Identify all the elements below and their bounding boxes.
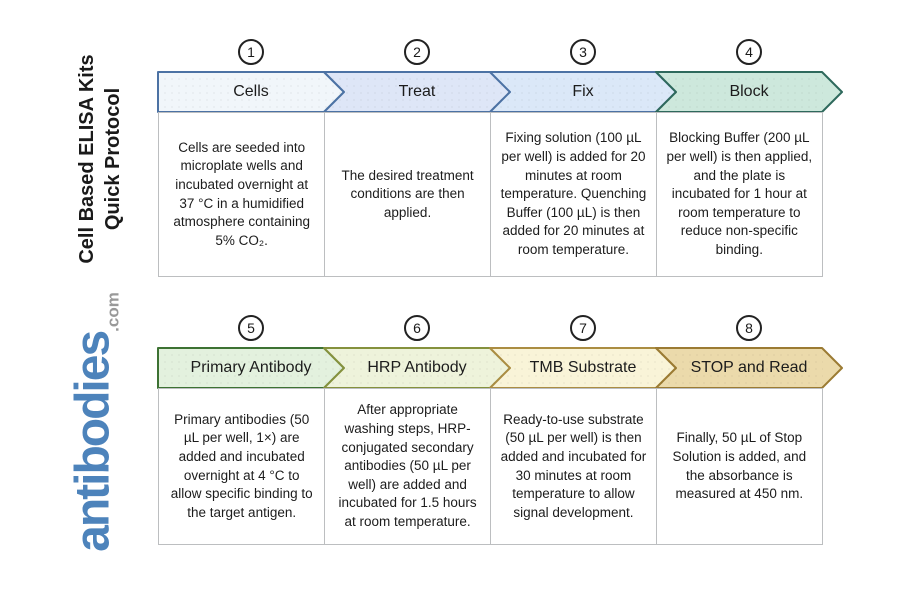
step-number-badge-7: 7 xyxy=(570,315,596,341)
description-boxes-row2: Primary antibodies (50 µL per well, 1×) … xyxy=(158,388,823,545)
arrow-label-stop-and-read: STOP and Read xyxy=(690,359,808,376)
step-number-2: 2 xyxy=(413,44,421,60)
step-description-7: Ready-to-use substrate (50 µL per well) … xyxy=(500,411,647,520)
arrow-label-block: Block xyxy=(729,83,769,100)
step-description-3: Fixing solution (100 µL per well) is add… xyxy=(500,130,647,258)
step-number-4: 4 xyxy=(745,44,753,60)
step-description-box-4: Blocking Buffer (200 µL per well) is the… xyxy=(655,112,823,277)
step-number-badge-5: 5 xyxy=(238,315,264,341)
arrow-banner-svg-row1 xyxy=(157,71,843,113)
step-number-badge-3: 3 xyxy=(570,39,596,65)
step-description-box-1: Cells are seeded into microplate wells a… xyxy=(158,112,326,277)
arrow-label-treat: Treat xyxy=(398,83,436,100)
step-number-8: 8 xyxy=(745,320,753,336)
arrow-banner-svg-row2 xyxy=(157,347,843,389)
step-description-8: Finally, 50 µL of Stop Solution is added… xyxy=(672,430,807,502)
step-number-badge-4: 4 xyxy=(736,39,762,65)
step-description-box-8: Finally, 50 µL of Stop Solution is added… xyxy=(655,388,823,545)
page-title-line-2: Quick Protocol xyxy=(102,87,124,231)
step-number-7: 7 xyxy=(579,320,587,336)
step-number-badge-2: 2 xyxy=(404,39,430,65)
brand-tld: .com xyxy=(103,292,123,332)
step-number-1: 1 xyxy=(247,44,255,60)
step-description-6: After appropriate washing steps, HRP-con… xyxy=(338,402,477,530)
banner-dot-texture xyxy=(159,349,823,387)
arrow-label-hrp-antibody: HRP Antibody xyxy=(367,359,467,376)
arrow-label-tmb-substrate: TMB Substrate xyxy=(529,359,637,376)
step-number-5: 5 xyxy=(247,320,255,336)
step-number-3: 3 xyxy=(579,44,587,60)
step-number-badge-1: 1 xyxy=(238,39,264,65)
step-description-box-6: After appropriate washing steps, HRP-con… xyxy=(323,388,492,545)
protocol-row-2: 5 6 7 8 Primary Antibody HRP Antibody TM… xyxy=(156,314,868,546)
step-description-box-2: The desired treatment conditions are the… xyxy=(323,112,492,277)
page-title: Cell Based ELISA Kits Quick Protocol xyxy=(74,24,126,294)
page-title-line-1: Cell Based ELISA Kits xyxy=(76,54,98,264)
banner-dot-texture xyxy=(159,73,823,111)
step-number-badge-6: 6 xyxy=(404,315,430,341)
step-description-4: Blocking Buffer (200 µL per well) is the… xyxy=(666,130,813,258)
step-number-badge-8: 8 xyxy=(736,315,762,341)
step-description-box-3: Fixing solution (100 µL per well) is add… xyxy=(489,112,658,277)
brand-logo: antibodies.com xyxy=(66,267,123,577)
description-boxes-row1: Cells are seeded into microplate wells a… xyxy=(158,112,823,277)
step-description-box-7: Ready-to-use substrate (50 µL per well) … xyxy=(489,388,658,545)
step-description-5: Primary antibodies (50 µL per well, 1×) … xyxy=(170,411,313,520)
brand-wordmark: antibodies xyxy=(66,331,120,552)
step-description-1: Cells are seeded into microplate wells a… xyxy=(173,139,310,248)
protocol-row-1: 1 2 3 4 Cells Treat Fix Block Cells are … xyxy=(156,38,868,280)
step-description-box-5: Primary antibodies (50 µL per well, 1×) … xyxy=(158,388,326,545)
step-number-6: 6 xyxy=(413,320,421,336)
step-description-2: The desired treatment conditions are the… xyxy=(341,167,474,220)
arrow-label-fix: Fix xyxy=(572,83,594,100)
arrow-label-primary-antibody: Primary Antibody xyxy=(190,359,312,376)
arrow-label-cells: Cells xyxy=(233,83,269,100)
